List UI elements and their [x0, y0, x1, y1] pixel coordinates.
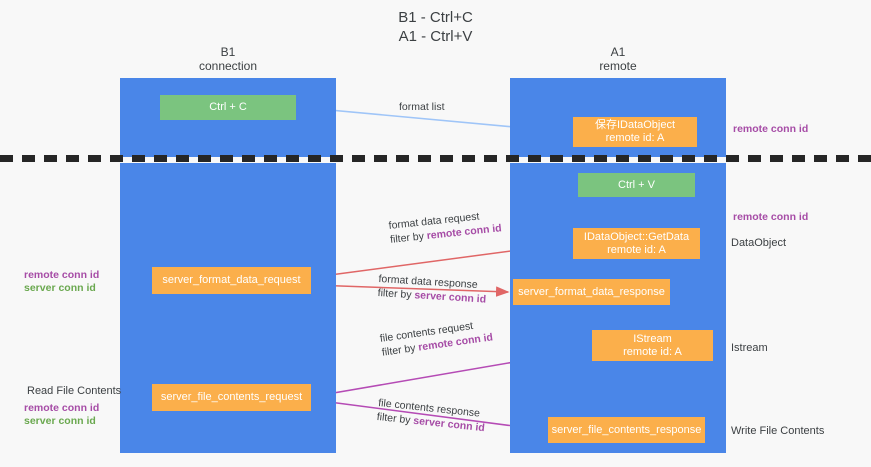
connid-legend-a1-lower: remote conn id	[733, 211, 808, 224]
label-dataobject: DataObject	[731, 237, 787, 249]
label-read-file-contents: Read File Contents	[27, 385, 122, 397]
filter-prefix: filter by	[377, 286, 415, 302]
phase-divider	[0, 155, 871, 162]
node-idataobject-getdata[interactable]: IDataObject::GetData remote id: A	[573, 228, 700, 259]
connid-remote-label: remote conn id	[733, 211, 809, 223]
node-server-format-data-request[interactable]: server_format_data_request	[152, 267, 311, 294]
edge-file-contents-response	[313, 399, 546, 434]
connid-server-label: server conn id	[24, 415, 96, 427]
node-server-file-contents-response[interactable]: server_file_contents_response	[548, 417, 705, 443]
node-ctrl-v[interactable]: Ctrl + V	[578, 173, 695, 197]
column-header-b1: B1 connection	[198, 45, 258, 73]
filter-prefix: filter by	[389, 230, 428, 246]
edge-format-data-response	[312, 284, 510, 297]
connid-remote-label: remote conn id	[24, 402, 100, 414]
label-istream: Istream	[731, 342, 768, 354]
connid-remote-label: remote conn id	[24, 269, 100, 281]
connid-legend-a1-upper: remote conn id	[733, 123, 808, 136]
node-server-file-contents-request[interactable]: server_file_contents_request	[152, 384, 311, 411]
node-ctrl-c[interactable]: Ctrl + C	[160, 95, 296, 120]
label-write-file-contents: Write File Contents	[731, 425, 825, 437]
connid-server-label: server conn id	[24, 282, 96, 294]
node-istream[interactable]: IStream remote id: A	[592, 330, 713, 361]
edge-label-line1: format list	[399, 101, 445, 113]
connid-legend-b1-file: remote conn id server conn id	[24, 402, 99, 428]
lane-a1-lower	[510, 163, 726, 453]
edge-label-format-list: format list	[399, 100, 445, 114]
connid-legend-b1-format: remote conn id server conn id	[24, 269, 99, 295]
filter-prefix: filter by	[376, 410, 414, 427]
node-server-format-data-response[interactable]: server_format_data_response	[513, 279, 670, 305]
diagram-title: B1 - Ctrl+C A1 - Ctrl+V	[398, 9, 473, 45]
connid-remote-label: remote conn id	[733, 123, 809, 135]
column-header-a1: A1 remote	[599, 45, 637, 73]
node-idataobject[interactable]: 保存IDataObject remote id: A	[573, 117, 697, 147]
